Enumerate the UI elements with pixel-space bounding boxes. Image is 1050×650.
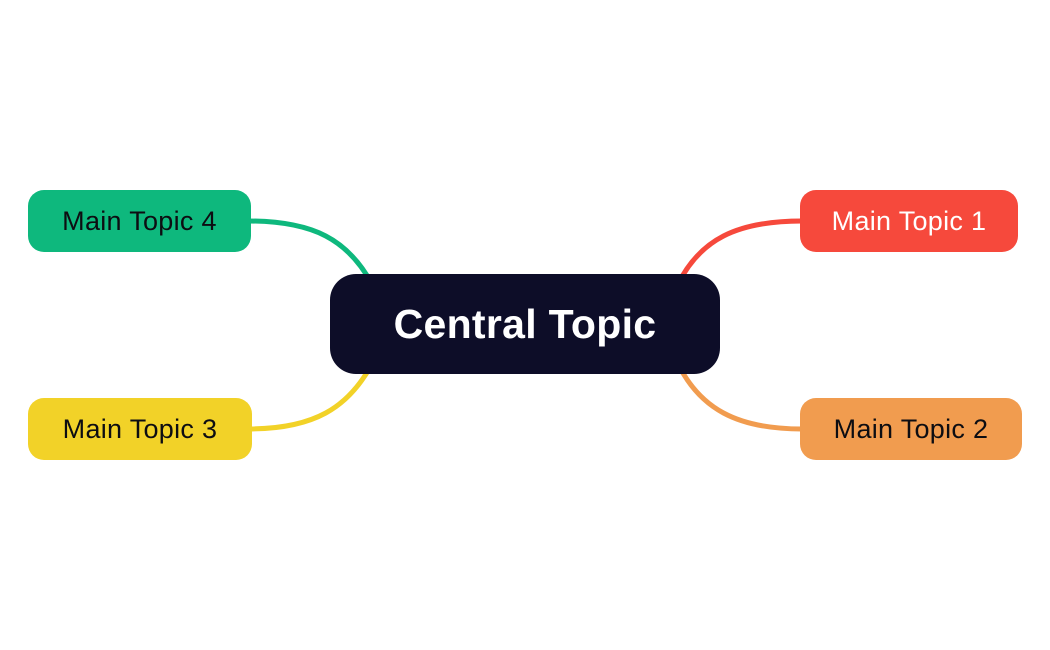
connector-central-to-main-topic-2 <box>675 361 805 432</box>
main-topic-3-node[interactable]: Main Topic 3 <box>28 398 252 460</box>
main-topic-4-label: Main Topic 4 <box>62 205 217 236</box>
connector-central-to-main-topic-1 <box>675 218 805 287</box>
central-topic-label: Central Topic <box>393 300 657 347</box>
connector-central-to-main-topic-4 <box>245 218 375 287</box>
main-topic-1-node[interactable]: Main Topic 1 <box>800 190 1018 252</box>
main-topic-2-node[interactable]: Main Topic 2 <box>800 398 1022 460</box>
central-topic-node[interactable]: Central Topic <box>330 274 720 374</box>
main-topic-1-label: Main Topic 1 <box>831 205 987 236</box>
main-topic-4-node[interactable]: Main Topic 4 <box>28 190 251 252</box>
main-topic-3-label: Main Topic 3 <box>62 413 218 444</box>
main-topic-2-label: Main Topic 2 <box>833 413 989 444</box>
connector-central-to-main-topic-3 <box>245 361 375 432</box>
